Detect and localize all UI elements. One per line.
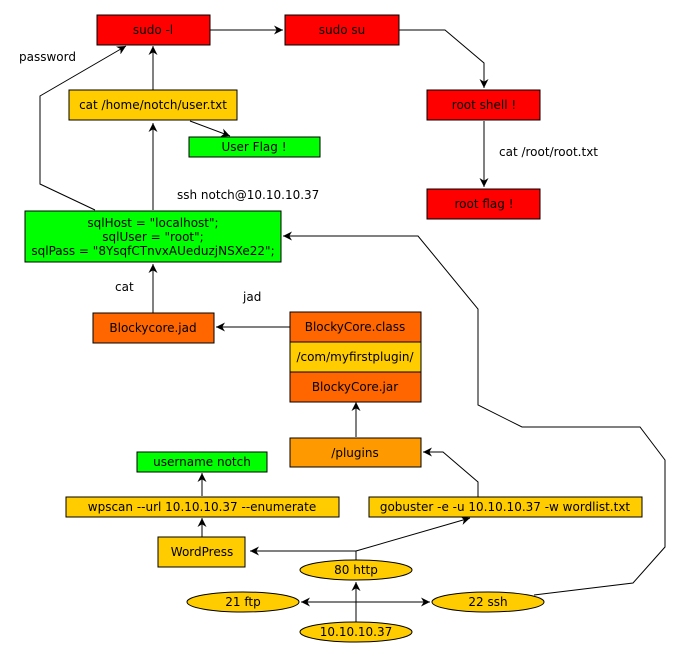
node-root-flag[interactable]: root flag !	[426, 188, 541, 220]
node-user-flag-label: User Flag !	[222, 140, 287, 154]
node-cat-user[interactable]: cat /home/notch/user.txt	[68, 89, 238, 121]
node-blockycore-jar-label: BlockyCore.jar	[312, 380, 398, 394]
edge-http-to-gobuster	[355, 516, 471, 552]
label-cat: cat	[115, 280, 134, 294]
label-ssh-notch: ssh notch@10.10.10.37	[177, 188, 319, 202]
node-gobuster[interactable]: gobuster -e -u 10.10.10.37 -w wordlist.t…	[368, 496, 643, 518]
node-blockycore-jad[interactable]: Blockycore.jad	[92, 312, 215, 344]
node-root-shell[interactable]: root shell !	[426, 89, 541, 121]
node-http-80[interactable]: 80 http	[299, 559, 413, 581]
node-username-notch[interactable]: username notch	[136, 451, 268, 473]
node-user-flag[interactable]: User Flag !	[188, 136, 321, 158]
edge-ssh-to-sql	[283, 231, 666, 596]
node-wpscan-label: wpscan --url 10.10.10.37 --enumerate	[88, 500, 316, 514]
node-ssh-22-label: 22 ssh	[468, 595, 507, 609]
node-ssh-22[interactable]: 22 ssh	[431, 591, 545, 613]
edge-gobuster-to-plugins	[423, 447, 479, 497]
node-blockycore-jad-label: Blockycore.jad	[109, 321, 196, 335]
node-com-myfirstplugin[interactable]: /com/myfirstplugin/	[289, 341, 422, 373]
node-host-ip-label: 10.10.10.37	[320, 625, 393, 639]
node-ftp-21[interactable]: 21 ftp	[186, 591, 300, 613]
edge-cat-user-to-user-flag	[189, 120, 231, 138]
node-root-shell-label: root shell !	[452, 98, 516, 112]
node-wpscan[interactable]: wpscan --url 10.10.10.37 --enumerate	[65, 496, 340, 518]
node-blockycore-class-label: BlockyCore.class	[305, 320, 406, 334]
node-sudo-l-label: sudo -l	[133, 23, 173, 37]
node-root-flag-label: root flag !	[454, 197, 513, 211]
node-blockycore-jar[interactable]: BlockyCore.jar	[289, 371, 422, 403]
nodes: sudo -l sudo su root shell ! root flag !…	[24, 14, 643, 643]
node-sql-credentials[interactable]: sqlHost = "localhost"; sqlUser = "root";…	[24, 210, 282, 263]
edge-sudo-su-to-root-shell	[399, 29, 489, 88]
node-cat-user-label: cat /home/notch/user.txt	[79, 98, 227, 112]
sql-user-line: sqlUser = "root";	[102, 230, 203, 244]
node-wordpress-label: WordPress	[171, 545, 233, 559]
edges	[39, 25, 666, 623]
node-plugins-label: /plugins	[331, 446, 378, 460]
node-blockycore-class[interactable]: BlockyCore.class	[289, 311, 422, 343]
node-gobuster-label: gobuster -e -u 10.10.10.37 -w wordlist.t…	[380, 500, 631, 514]
label-password: password	[19, 50, 76, 64]
sql-host-line: sqlHost = "localhost";	[87, 216, 218, 230]
edge-http-to-wordpress	[250, 546, 357, 561]
edge-labels: password ssh notch@10.10.10.37 cat /root…	[19, 50, 598, 304]
edge-sql-to-sudo-l-password	[39, 45, 127, 211]
node-host-ip[interactable]: 10.10.10.37	[299, 621, 413, 643]
node-sudo-su-label: sudo su	[319, 23, 366, 37]
node-wordpress[interactable]: WordPress	[157, 536, 246, 568]
node-sudo-su[interactable]: sudo su	[284, 14, 400, 46]
node-sudo-l[interactable]: sudo -l	[96, 14, 211, 46]
node-plugins[interactable]: /plugins	[289, 437, 422, 468]
label-cat-root: cat /root/root.txt	[499, 145, 598, 159]
label-jad: jad	[242, 290, 261, 304]
sql-pass-line: sqlPass = "8YsqfCTnvxAUeduzjNSXe22";	[31, 244, 274, 258]
node-ftp-21-label: 21 ftp	[225, 595, 260, 609]
node-http-80-label: 80 http	[334, 563, 378, 577]
node-com-myfirstplugin-label: /com/myfirstplugin/	[296, 350, 414, 364]
node-username-notch-label: username notch	[153, 455, 251, 469]
